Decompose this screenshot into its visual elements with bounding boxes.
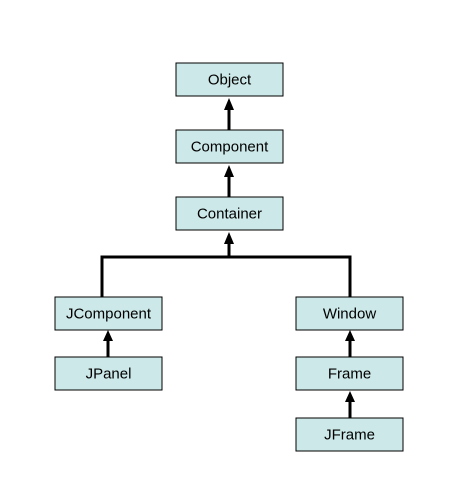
edges <box>100 98 355 418</box>
edge-jframe-frame <box>345 391 355 418</box>
node-jcomponent-label: JComponent <box>66 306 152 323</box>
node-jpanel-label: JPanel <box>86 366 132 383</box>
node-window: Window <box>295 296 404 331</box>
node-jframe: JFrame <box>295 417 404 452</box>
node-jframe-label: JFrame <box>324 427 375 444</box>
edge-container-component <box>224 165 234 197</box>
node-container: Container <box>175 196 284 231</box>
node-object: Object <box>175 62 284 97</box>
node-component-label: Component <box>191 139 269 156</box>
node-window-label: Window <box>323 306 377 323</box>
edge-jpanel-jcomponent <box>103 330 113 357</box>
edge-frame-window <box>345 330 355 357</box>
node-jcomponent: JComponent <box>54 296 163 331</box>
node-frame-label: Frame <box>328 366 371 383</box>
node-frame: Frame <box>295 356 404 391</box>
edge-branch-to-container <box>100 232 352 297</box>
node-component: Component <box>175 129 284 164</box>
node-jpanel: JPanel <box>54 356 163 391</box>
node-object-label: Object <box>208 72 252 89</box>
node-container-label: Container <box>197 206 262 223</box>
edge-component-object <box>224 98 234 130</box>
